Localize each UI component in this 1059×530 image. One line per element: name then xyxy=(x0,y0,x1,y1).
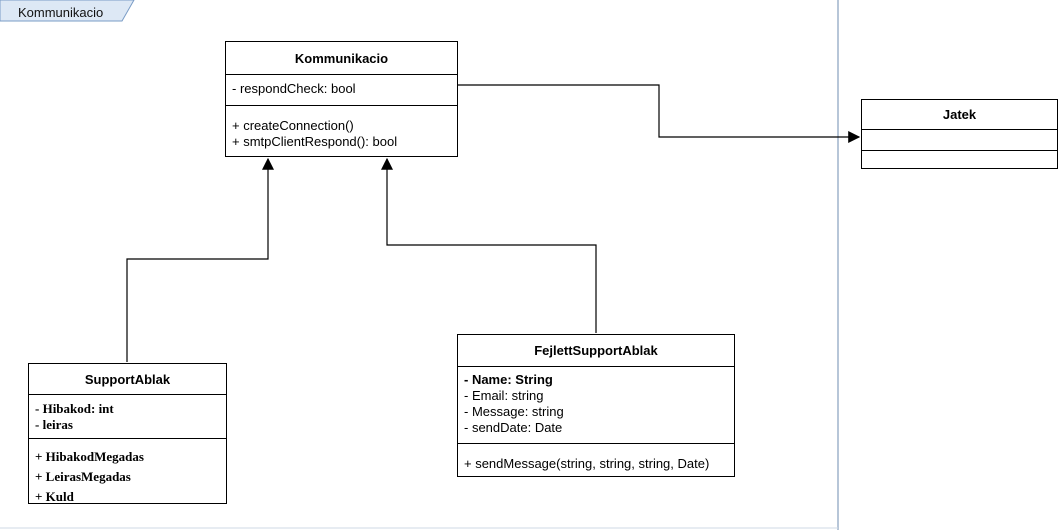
class-title: Kommunikacio xyxy=(226,42,457,75)
class-kommunikacio[interactable]: Kommunikacio - respondCheck: bool + crea… xyxy=(225,41,458,157)
attributes-section: - Hibakod: int - leiras xyxy=(29,395,226,438)
method-hibakodmegadas: + HibakodMegadas xyxy=(35,449,144,464)
method-smtpclientrespond: + smtpClientRespond(): bool xyxy=(232,134,398,149)
method-createconnection: + createConnection() xyxy=(232,118,354,133)
class-title: SupportAblak xyxy=(29,364,226,395)
class-fejlettsupportablak[interactable]: FejlettSupportAblak - Name: String - Ema… xyxy=(457,334,735,477)
method-sendmessage: + sendMessage(string, string, string, Da… xyxy=(464,456,710,471)
relation-fejlett-to-kommunikacio xyxy=(381,157,597,333)
frame-label: Kommunikacio xyxy=(18,5,104,20)
attribute-message: - Message: string xyxy=(464,404,564,419)
attribute-email: - Email: string xyxy=(464,388,544,403)
class-jatek[interactable]: Jatek xyxy=(861,99,1058,169)
attributes-section: - respondCheck: bool xyxy=(226,75,457,105)
method-kuld: + Kuld xyxy=(35,489,74,504)
relation-kommunikacio-to-jatek xyxy=(458,84,861,143)
attribute-respondcheck: - respondCheck: bool xyxy=(232,81,356,96)
attribute-senddate: - sendDate: Date xyxy=(464,420,563,435)
attribute-hibakod: - Hibakod: int xyxy=(35,401,114,416)
methods-section: + sendMessage(string, string, string, Da… xyxy=(458,443,734,475)
methods-section xyxy=(862,150,1057,168)
class-title: Jatek xyxy=(862,100,1057,130)
methods-section: + HibakodMegadas + LeirasMegadas + Kuld xyxy=(29,438,226,507)
attributes-section: - Name: String - Email: string - Message… xyxy=(458,367,734,443)
attribute-leiras: - leiras xyxy=(35,417,73,432)
class-title: FejlettSupportAblak xyxy=(458,335,734,367)
methods-section: + createConnection() + smtpClientRespond… xyxy=(226,105,457,153)
frame-tab: Kommunikacio xyxy=(0,0,140,29)
relation-support-to-kommunikacio xyxy=(126,157,274,362)
attributes-section xyxy=(862,130,1057,150)
method-leirasmegadas: + LeirasMegadas xyxy=(35,469,131,484)
frame-tab-shape xyxy=(0,0,135,22)
class-supportablak[interactable]: SupportAblak - Hibakod: int - leiras + H… xyxy=(28,363,227,504)
attribute-name: - Name: String xyxy=(464,372,553,387)
